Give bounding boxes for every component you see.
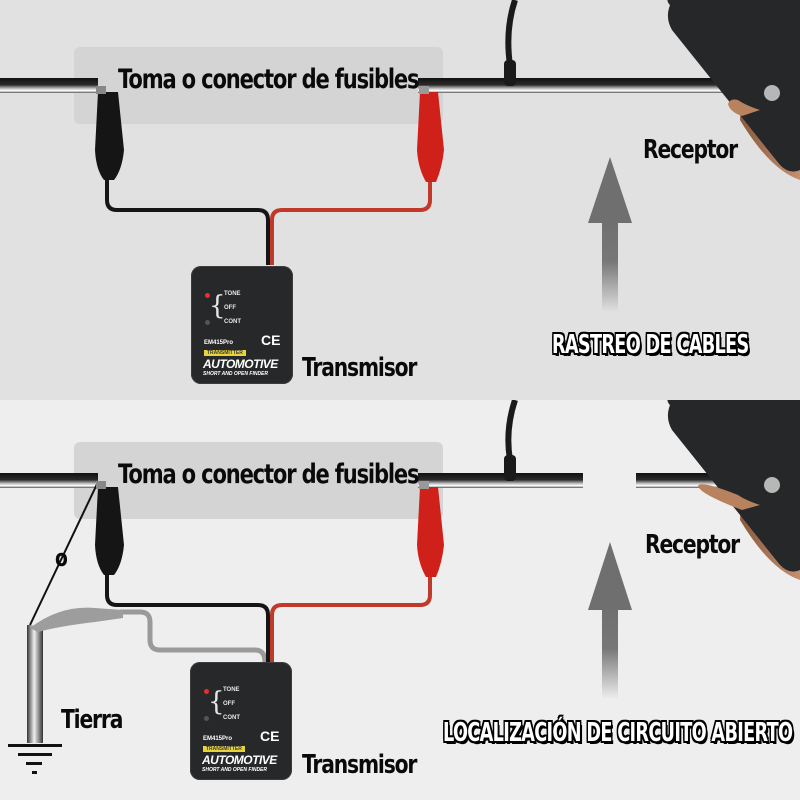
cont-led bbox=[205, 320, 210, 325]
receiver-device bbox=[667, 0, 800, 180]
receiver-label: Receptor bbox=[643, 135, 738, 165]
fuse-socket-label: Toma o conector de fusibles bbox=[118, 459, 420, 490]
fuse-cable-right bbox=[418, 78, 738, 93]
up-arrow-icon bbox=[588, 542, 632, 699]
mode-title-open-circuit: LOCALIZACIÓN DE CIRCUITO ABIERTO bbox=[443, 718, 793, 748]
or-label: o bbox=[55, 544, 68, 572]
receiver-button bbox=[764, 85, 780, 101]
switch-brace: { bbox=[209, 291, 226, 321]
brand-text: AUTOMOTIVE bbox=[202, 753, 277, 767]
cont-led bbox=[204, 716, 209, 721]
model-number: EM415Pro bbox=[204, 340, 234, 346]
black-alligator-clip bbox=[95, 481, 124, 575]
receiver-button bbox=[764, 477, 780, 493]
receiver-probe-cable bbox=[505, 400, 518, 461]
fuse-cable-left bbox=[0, 473, 98, 488]
ce-mark: CE bbox=[260, 728, 280, 744]
tone-led bbox=[204, 689, 209, 694]
receiver-probe-cable bbox=[505, 0, 518, 66]
ground-symbol-icon bbox=[8, 744, 62, 774]
probe-tip bbox=[504, 455, 516, 481]
transmitter-device: { TONE OFF CONT EM415Pro CE TRANSMITTER … bbox=[191, 266, 293, 384]
switch-cont: CONT bbox=[224, 319, 241, 325]
tone-led bbox=[205, 293, 210, 298]
fuse-socket-label: Toma o conector de fusibles bbox=[118, 64, 420, 95]
switch-cont: CONT bbox=[223, 715, 240, 721]
switch-tone: TONE bbox=[224, 291, 241, 297]
wiring-diagram bbox=[0, 0, 800, 312]
probe-tip bbox=[504, 60, 516, 86]
transmitter-label: Transmisor bbox=[302, 353, 417, 383]
alternative-ground-line bbox=[29, 481, 99, 626]
ground-label: Tierra bbox=[61, 705, 123, 735]
red-lead-wire bbox=[270, 575, 432, 662]
switch-brace: { bbox=[208, 687, 225, 717]
panel-open-circuit: Toma o conector de fusibles o Tierra Rec… bbox=[0, 400, 800, 800]
brand-text: AUTOMOTIVE bbox=[203, 357, 278, 371]
model-number: EM415Pro bbox=[203, 736, 233, 742]
ground-pole bbox=[27, 625, 43, 743]
black-lead-wire bbox=[105, 570, 270, 662]
wiring-diagram bbox=[0, 400, 800, 774]
ground-clip-wire bbox=[120, 609, 268, 663]
black-lead-wire bbox=[105, 175, 270, 265]
switch-off: OFF bbox=[224, 305, 236, 311]
red-lead-wire bbox=[270, 180, 432, 265]
fuse-label-box bbox=[74, 442, 443, 519]
panel-cable-tracing: Toma o conector de fusibles Receptor Tra… bbox=[0, 0, 800, 400]
transmitter-device: { TONE OFF CONT EM415Pro CE TRANSMITTER … bbox=[190, 662, 292, 780]
fuse-cable-mid bbox=[418, 473, 583, 488]
brand-subtitle: SHORT AND OPEN FINDER bbox=[203, 371, 269, 377]
transmitter-tag: TRANSMITTER bbox=[203, 746, 245, 752]
red-alligator-clip bbox=[417, 481, 444, 577]
up-arrow-icon bbox=[588, 157, 632, 312]
switch-off: OFF bbox=[223, 701, 235, 707]
mode-title-cable-tracing: RASTREO DE CABLES bbox=[552, 330, 749, 360]
ce-mark: CE bbox=[261, 332, 281, 348]
fuse-cable-left bbox=[0, 78, 98, 93]
black-alligator-clip bbox=[95, 86, 124, 180]
transmitter-tag: TRANSMITTER bbox=[204, 350, 246, 356]
switch-tone: TONE bbox=[223, 687, 240, 693]
red-alligator-clip bbox=[417, 86, 444, 182]
receiver-label: Receptor bbox=[645, 530, 740, 560]
brand-subtitle: SHORT AND OPEN FINDER bbox=[202, 767, 268, 773]
transmitter-label: Transmisor bbox=[302, 750, 417, 780]
fuse-label-box bbox=[74, 47, 443, 124]
ground-alligator-clip bbox=[30, 607, 123, 632]
receiver-device bbox=[667, 400, 800, 580]
